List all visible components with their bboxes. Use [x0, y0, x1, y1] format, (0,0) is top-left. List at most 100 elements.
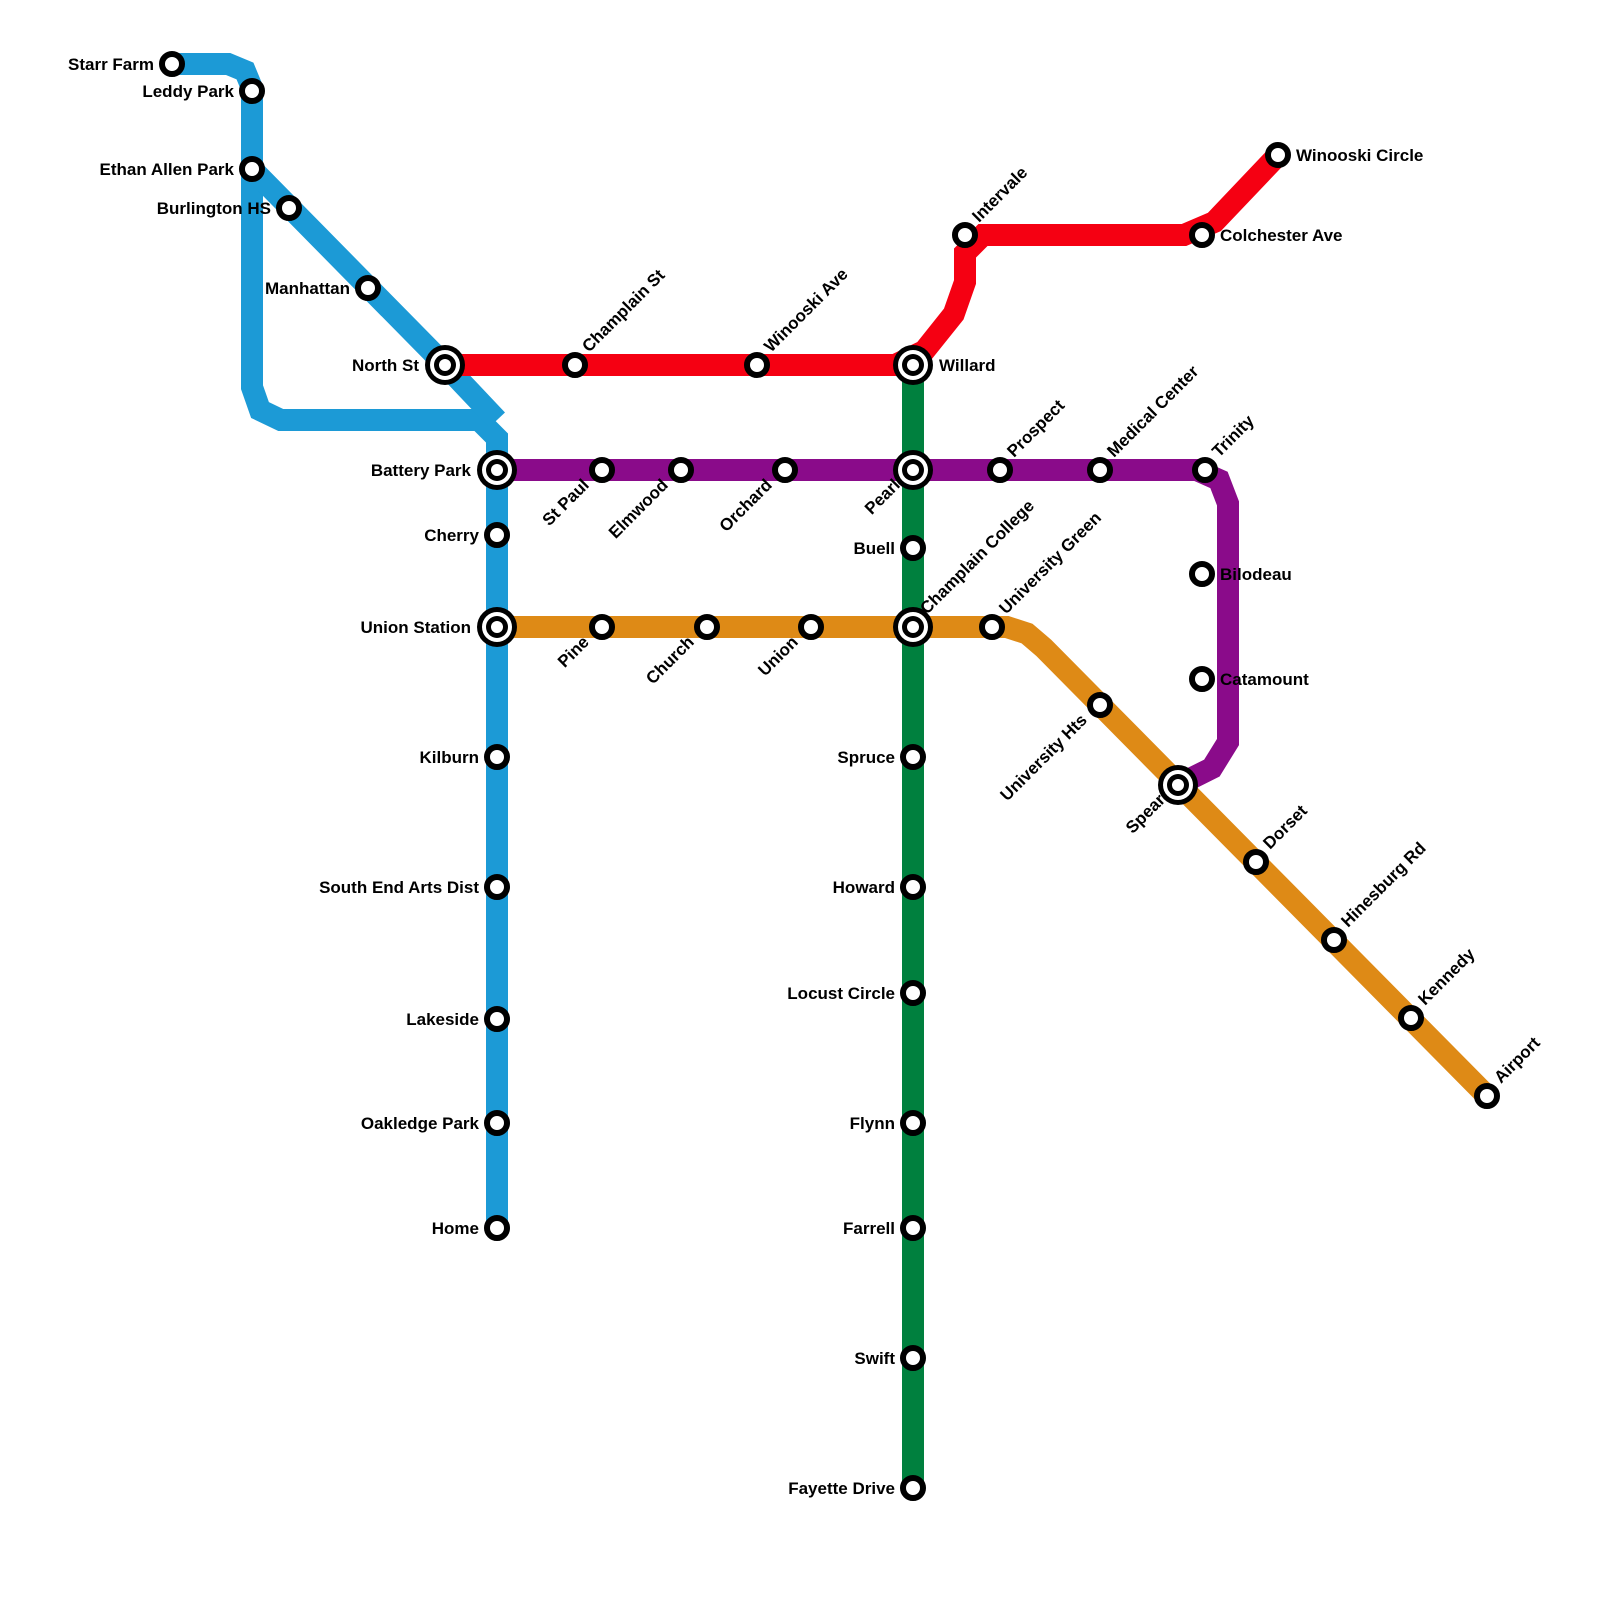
- station-dot: [484, 1110, 510, 1136]
- station-marker-spruce[interactable]: [900, 744, 926, 770]
- station-marker-university-hts[interactable]: [1087, 692, 1113, 718]
- station-label-leddy-park: Leddy Park: [142, 82, 234, 101]
- station-marker-pearl[interactable]: [893, 450, 933, 490]
- station-dot: [772, 457, 798, 483]
- station-marker-willard[interactable]: [893, 345, 933, 385]
- route-line-red-line[interactable]: [445, 147, 1286, 376]
- station-label-willard: Willard: [939, 356, 996, 375]
- station-label-flynn: Flynn: [850, 1114, 895, 1133]
- station-dot: [276, 195, 302, 221]
- station-marker-medical-center[interactable]: [1087, 457, 1113, 483]
- station-label-intervale: Intervale: [968, 163, 1031, 226]
- station-label-spear: Spear: [1122, 790, 1169, 837]
- station-marker-spear[interactable]: [1158, 765, 1198, 805]
- station-label-kennedy: Kennedy: [1414, 944, 1479, 1009]
- station-marker-kennedy[interactable]: [1398, 1005, 1424, 1031]
- station-label-winooski-ave: Winooski Ave: [760, 265, 851, 356]
- station-label-home: Home: [432, 1219, 479, 1238]
- station-label-buell: Buell: [853, 539, 895, 558]
- route-line-blue-line[interactable]: [172, 53, 508, 1228]
- station-marker-cherry[interactable]: [484, 522, 510, 548]
- station-marker-champlain-college[interactable]: [893, 607, 933, 647]
- station-marker-winooski-circle[interactable]: [1265, 142, 1291, 168]
- station-label-bilodeau: Bilodeau: [1220, 565, 1292, 584]
- station-label-locust-circle: Locust Circle: [787, 984, 895, 1003]
- station-marker-home[interactable]: [484, 1215, 510, 1241]
- station-dot: [589, 457, 615, 483]
- station-dot: [900, 1110, 926, 1136]
- station-marker-airport[interactable]: [1474, 1083, 1500, 1109]
- station-marker-locust-circle[interactable]: [900, 980, 926, 1006]
- station-dot: [1189, 561, 1215, 587]
- station-marker-hinesburg-rd[interactable]: [1321, 927, 1347, 953]
- station-marker-elmwood[interactable]: [668, 457, 694, 483]
- station-dot: [694, 614, 720, 640]
- station-label-lakeside: Lakeside: [406, 1010, 479, 1029]
- station-label-union: Union: [754, 632, 801, 679]
- station-marker-st-paul[interactable]: [589, 457, 615, 483]
- station-marker-battery-park[interactable]: [477, 450, 517, 490]
- station-marker-union[interactable]: [798, 614, 824, 640]
- station-dot: [484, 744, 510, 770]
- station-marker-oakledge-park[interactable]: [484, 1110, 510, 1136]
- station-label-burlington-hs: Burlington HS: [157, 199, 271, 218]
- station-label-ethan-allen-park: Ethan Allen Park: [100, 160, 235, 179]
- station-marker-dorset[interactable]: [1243, 849, 1269, 875]
- station-dot: [1243, 849, 1269, 875]
- station-marker-pine[interactable]: [589, 614, 615, 640]
- station-marker-flynn[interactable]: [900, 1110, 926, 1136]
- station-label-st-paul: St Paul: [539, 475, 593, 529]
- station-label-cherry: Cherry: [424, 526, 479, 545]
- station-dot: [1192, 457, 1218, 483]
- station-marker-lakeside[interactable]: [484, 1006, 510, 1032]
- station-marker-winooski-ave[interactable]: [744, 352, 770, 378]
- route-line-orange-line[interactable]: [497, 616, 1495, 1104]
- station-dot: [1087, 457, 1113, 483]
- station-dot: [987, 457, 1013, 483]
- station-marker-ethan-allen-park[interactable]: [239, 156, 265, 182]
- station-label-elmwood: Elmwood: [605, 475, 672, 542]
- station-marker-howard[interactable]: [900, 874, 926, 900]
- station-marker-leddy-park[interactable]: [239, 78, 265, 104]
- station-marker-church[interactable]: [694, 614, 720, 640]
- station-dot: [900, 744, 926, 770]
- station-marker-burlington-hs[interactable]: [276, 195, 302, 221]
- station-marker-south-end-arts-dist[interactable]: [484, 874, 510, 900]
- station-dot: [1398, 1005, 1424, 1031]
- station-marker-swift[interactable]: [900, 1345, 926, 1371]
- station-label-north-st: North St: [352, 356, 419, 375]
- station-dot: [900, 874, 926, 900]
- station-marker-north-st[interactable]: [425, 345, 465, 385]
- station-marker-trinity[interactable]: [1192, 457, 1218, 483]
- station-marker-catamount[interactable]: [1189, 666, 1215, 692]
- station-label-manhattan: Manhattan: [265, 279, 350, 298]
- station-marker-intervale[interactable]: [952, 222, 978, 248]
- station-marker-union-station[interactable]: [477, 607, 517, 647]
- station-label-kilburn: Kilburn: [420, 748, 480, 767]
- station-marker-manhattan[interactable]: [355, 275, 381, 301]
- station-marker-farrell[interactable]: [900, 1215, 926, 1241]
- station-label-airport: Airport: [1490, 1033, 1544, 1087]
- station-dot: [900, 1215, 926, 1241]
- station-marker-university-green[interactable]: [979, 614, 1005, 640]
- station-marker-prospect[interactable]: [987, 457, 1013, 483]
- station-label-winooski-circle: Winooski Circle: [1296, 146, 1423, 165]
- station-marker-bilodeau[interactable]: [1189, 561, 1215, 587]
- station-dot: [355, 275, 381, 301]
- station-marker-orchard[interactable]: [772, 457, 798, 483]
- station-label-battery-park: Battery Park: [371, 461, 472, 480]
- station-label-south-end-arts-dist: South End Arts Dist: [319, 878, 479, 897]
- station-marker-kilburn[interactable]: [484, 744, 510, 770]
- station-marker-buell[interactable]: [900, 535, 926, 561]
- station-dot: [900, 535, 926, 561]
- station-dot: [562, 352, 588, 378]
- station-label-farrell: Farrell: [843, 1219, 895, 1238]
- station-marker-starr-farm[interactable]: [159, 51, 185, 77]
- station-label-spruce: Spruce: [837, 748, 895, 767]
- station-label-colchester-ave: Colchester Ave: [1220, 226, 1343, 245]
- station-dot: [798, 614, 824, 640]
- station-marker-champlain-st[interactable]: [562, 352, 588, 378]
- station-marker-colchester-ave[interactable]: [1189, 222, 1215, 248]
- station-label-dorset: Dorset: [1259, 801, 1311, 853]
- station-marker-fayette-drive[interactable]: [900, 1475, 926, 1501]
